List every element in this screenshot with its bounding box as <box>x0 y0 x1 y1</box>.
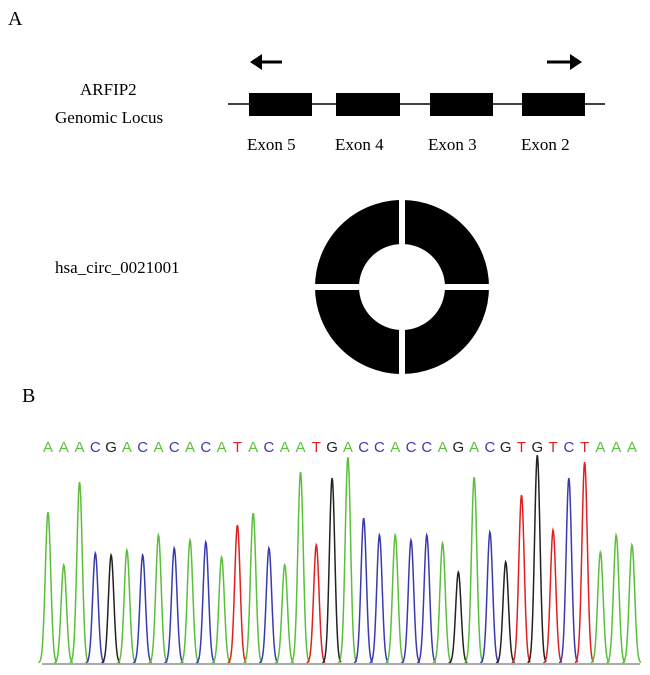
base-letter: T <box>548 439 557 456</box>
exon-3-box <box>430 93 493 116</box>
exon-label: Exon 5 <box>247 135 296 154</box>
base-letter: C <box>169 439 180 456</box>
base-letter: C <box>485 439 496 456</box>
panel-a-label: A <box>8 8 23 30</box>
peak <box>69 481 90 663</box>
base-letter: A <box>627 439 637 456</box>
peak <box>511 494 531 663</box>
base-letter: C <box>374 439 385 456</box>
peak <box>211 554 231 664</box>
base-letter: A <box>595 439 605 456</box>
peak <box>369 532 389 664</box>
peak <box>574 461 595 663</box>
exon-4-box <box>336 93 400 116</box>
base-letter: C <box>264 439 275 456</box>
peak <box>290 471 311 663</box>
base-letter: T <box>517 439 526 456</box>
peak <box>53 562 74 664</box>
peak <box>606 532 626 664</box>
peak <box>180 537 200 664</box>
base-letter: G <box>105 439 117 456</box>
base-letter: C <box>358 439 369 456</box>
base-letter: A <box>438 439 448 456</box>
exon-label: Exon 4 <box>335 135 384 154</box>
base-letter: C <box>406 439 417 456</box>
peak <box>559 477 579 663</box>
peak <box>85 550 105 664</box>
base-letter: A <box>75 439 85 456</box>
base-letter: A <box>153 439 163 456</box>
base-letter: G <box>531 439 543 456</box>
base-letter: A <box>296 439 306 456</box>
peak <box>148 532 168 664</box>
base-letter: T <box>580 439 589 456</box>
peak <box>590 549 610 664</box>
base-letter: A <box>280 439 290 456</box>
base-letter: T <box>233 439 242 456</box>
base-letter: A <box>248 439 258 456</box>
peak <box>338 456 358 663</box>
base-letter: C <box>137 439 148 456</box>
peak <box>259 545 279 664</box>
base-letter: A <box>217 439 227 456</box>
base-letter: A <box>390 439 400 456</box>
base-letter: A <box>611 439 621 456</box>
circrna-name: hsa_circ_0021001 <box>55 258 180 277</box>
peak <box>464 476 484 663</box>
chromatogram <box>38 454 642 664</box>
peak <box>306 542 326 664</box>
base-letter: A <box>469 439 479 456</box>
peak <box>274 562 295 664</box>
peak <box>243 512 263 664</box>
base-letter: G <box>326 439 338 456</box>
exon-label: Exon 3 <box>428 135 477 154</box>
base-letter: A <box>185 439 195 456</box>
base-letter: A <box>122 439 132 456</box>
peak <box>622 542 642 664</box>
base-letter: A <box>43 439 53 456</box>
base-letter: G <box>453 439 465 456</box>
peak <box>543 527 563 664</box>
peak <box>227 524 247 664</box>
base-letter: C <box>563 439 574 456</box>
exon-5-box <box>249 93 312 116</box>
peak <box>448 569 468 664</box>
peak <box>401 537 421 664</box>
peak <box>322 477 342 663</box>
peak <box>117 547 137 664</box>
peak <box>101 552 121 664</box>
peak <box>480 529 500 664</box>
exon-2-box <box>522 93 585 116</box>
exon-label: Exon 2 <box>521 135 570 154</box>
peak <box>164 545 184 664</box>
peak <box>432 540 452 664</box>
panel-b-label: B <box>22 385 36 407</box>
base-letter: C <box>90 439 101 456</box>
base-letter: A <box>343 439 353 456</box>
peak <box>385 532 405 664</box>
base-letter: G <box>500 439 512 456</box>
base-letter: C <box>421 439 432 456</box>
base-letter: T <box>312 439 321 456</box>
peak <box>195 539 216 664</box>
left-arrow-icon <box>250 54 282 70</box>
peak <box>38 511 58 664</box>
peak <box>132 552 153 664</box>
genomic-locus-label: Genomic Locus <box>55 108 164 127</box>
gene-name: ARFIP2 <box>80 80 137 99</box>
peak <box>353 517 374 664</box>
peak <box>527 454 547 663</box>
peak <box>495 559 516 664</box>
right-arrow-icon <box>547 54 582 70</box>
base-letter: C <box>200 439 211 456</box>
peak <box>416 532 437 664</box>
circrna-ring <box>310 195 495 380</box>
base-letter: A <box>59 439 69 456</box>
